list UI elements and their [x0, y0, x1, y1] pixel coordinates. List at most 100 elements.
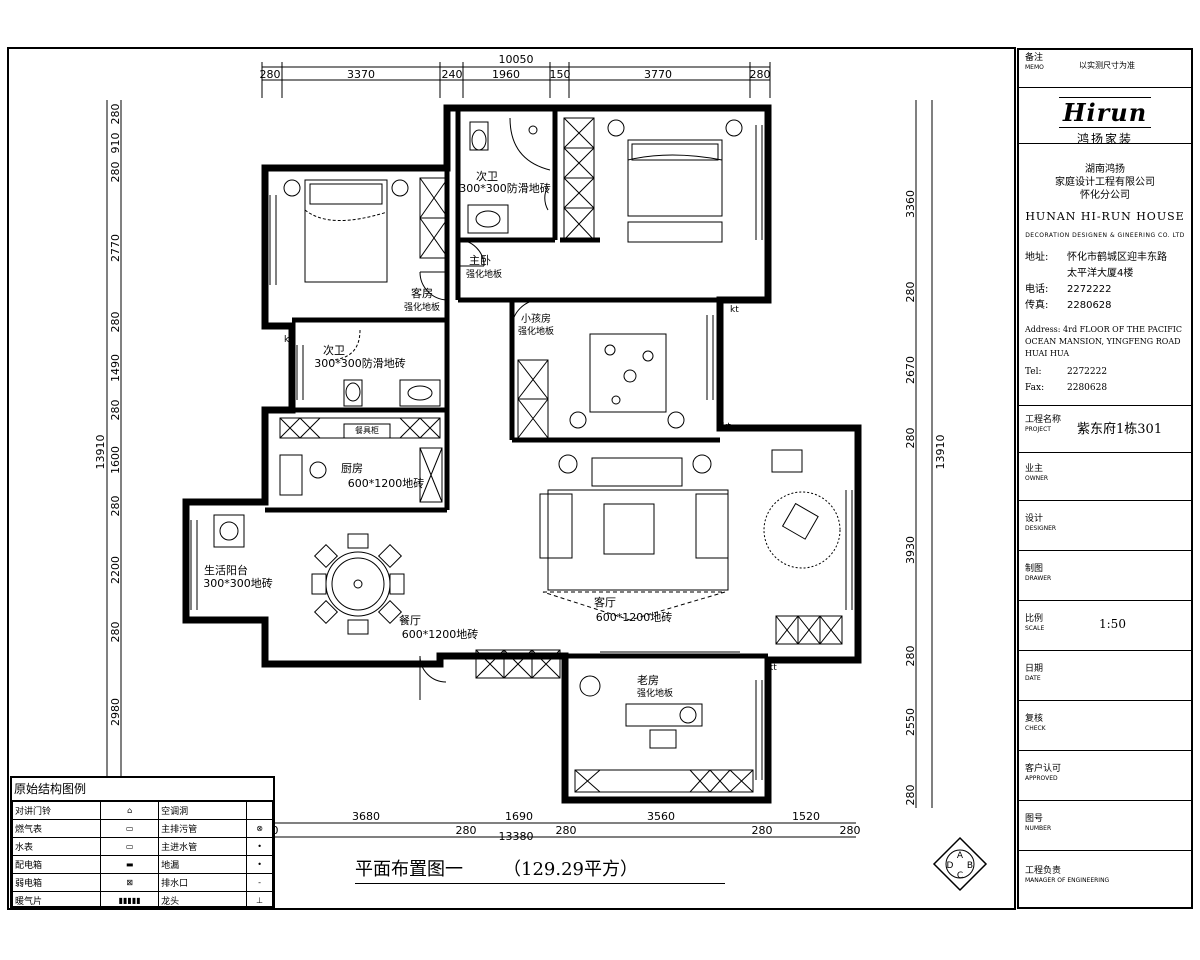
legend-symbol	[246, 801, 273, 820]
dim-right-total: 13910	[934, 435, 947, 470]
date-label: 日期	[1025, 664, 1044, 674]
left-dim-texts: 13910 280 910 280 2770 280 1490 280 1600…	[94, 104, 122, 806]
designer-label: 设计	[1025, 514, 1044, 524]
kitchen-name: 厨房	[341, 462, 363, 475]
dim-left-0: 280	[109, 104, 122, 125]
project-value: 紫东府1栋301	[1077, 422, 1163, 437]
fixtures	[213, 117, 551, 548]
designer-en: DESIGNER	[1025, 525, 1057, 532]
dim-left-1: 910	[109, 133, 122, 154]
date-en: DATE	[1025, 675, 1041, 682]
project-cell: 工程名称 PROJECT 紫东府1栋301	[1019, 406, 1191, 453]
bottom-dimensions	[180, 822, 856, 838]
living-floor: 600*1200地砖	[596, 610, 673, 624]
dim-left-total: 13910	[94, 435, 107, 470]
kt-mark: kt	[284, 335, 293, 345]
top-dimensions	[261, 62, 771, 98]
tel-label: 电话:	[1025, 284, 1049, 295]
addr-en: Address: 4rd FLOOR OF THE PACIFIC OCEAN …	[1025, 325, 1183, 358]
addr-label: 地址:	[1025, 252, 1049, 263]
legend-item: 主排污管	[158, 819, 248, 838]
study-desk	[579, 675, 703, 749]
fax-row: 传真: 2280628	[1025, 298, 1185, 314]
legend-row: 暖气片 ▮▮▮▮▮ 龙头 ⊥	[11, 891, 273, 910]
drawer-label: 制图	[1025, 564, 1044, 574]
legend-symbol: -	[246, 873, 273, 892]
bath-top-floor: 300*300防滑地砖	[459, 181, 551, 195]
dim-left-8: 280	[109, 496, 122, 517]
drawing-frame	[7, 47, 1016, 910]
number-cell: 图号 NUMBER	[1019, 801, 1191, 851]
kt-marks: kt kt kt kt kt	[240, 305, 777, 821]
master-floor: 强化地板	[466, 268, 502, 280]
tel-en-row: Tel: 2272222	[1025, 364, 1185, 380]
bath-mid-floor: 300*300防滑地砖	[314, 356, 406, 370]
dim-right-3: 280	[904, 428, 917, 449]
dim-right-4: 3930	[904, 536, 917, 564]
dim-right-2: 2670	[904, 356, 917, 384]
dining-table	[311, 533, 405, 635]
dim-bottom-3: 280	[456, 824, 477, 837]
bath-mid-name: 次卫	[323, 343, 345, 357]
fax-en-value: 2280628	[1067, 383, 1108, 393]
elder-name: 老房	[637, 674, 659, 687]
manager-cell: 工程负责 MANAGER OF ENGINEERING	[1019, 851, 1191, 907]
gas-meter-icon: ▭	[100, 819, 160, 838]
addr-value2: 太平洋大厦4楼	[1067, 268, 1134, 279]
structure-legend: 原始结构图例 对讲门铃 ⌂ 空调洞 燃气表 ▭ 主排污管 ⊗ 水表 ▭ 主进水管…	[10, 776, 275, 910]
dining-name: 餐厅	[399, 613, 421, 627]
dim-left-7: 1600	[109, 446, 122, 474]
legend-item: 龙头	[158, 891, 248, 910]
legend-item: 暖气片	[11, 891, 102, 910]
dim-bottom-4: 1690	[505, 810, 533, 823]
living-furniture	[539, 449, 841, 621]
tel-row: 电话: 2272222	[1025, 282, 1185, 298]
legend-item: 弱电箱	[11, 873, 102, 892]
compass-d: D	[947, 861, 954, 871]
company-cn3: 怀化分公司	[1080, 190, 1130, 201]
bath-top-name: 次卫	[476, 169, 498, 183]
company-cn1: 湖南鸿扬	[1085, 164, 1125, 175]
wardrobes	[279, 117, 843, 793]
dim-left-4: 280	[109, 312, 122, 333]
check-label: 复核	[1025, 714, 1044, 724]
dim-left-11: 2980	[109, 698, 122, 726]
dim-bottom-5: 280	[556, 824, 577, 837]
legend-symbol: •	[246, 837, 273, 856]
check-cell: 复核 CHECK	[1019, 701, 1191, 751]
guest-name: 客房	[411, 286, 433, 300]
dim-top-3: 1960	[492, 68, 520, 81]
legend-title: 原始结构图例	[12, 778, 273, 801]
dim-bottom-total: 13380	[499, 830, 534, 843]
living-name: 客厅	[594, 595, 616, 609]
walls	[182, 104, 862, 804]
logo-cn: 鸿扬家装	[1076, 132, 1133, 144]
manager-en: MANAGER OF ENGINEERING	[1025, 877, 1110, 884]
dim-bottom-7: 280	[752, 824, 773, 837]
check-en: CHECK	[1025, 725, 1046, 732]
right-dimensions	[915, 100, 933, 808]
water-meter-icon: ▭	[100, 837, 160, 856]
legend-row: 水表 ▭ 主进水管 •	[11, 837, 273, 856]
compass-a: A	[957, 851, 964, 861]
weak-current-box-icon: ⊠	[100, 873, 160, 892]
kids-floor: 强化地板	[518, 325, 554, 337]
addr-row: 地址: 怀化市鹤城区迎丰东路	[1025, 250, 1185, 266]
legend-row: 配电箱 ▬ 地漏 •	[11, 855, 273, 874]
drawing-caption: 平面布置图一（129.29平方）	[355, 855, 725, 884]
master-name: 主卧	[469, 254, 491, 267]
beds	[283, 119, 743, 429]
addr-value1: 怀化市鹤城区迎丰东路	[1067, 252, 1167, 263]
dim-right-7: 280	[904, 785, 917, 806]
doorbell-icon: ⌂	[100, 801, 160, 820]
company-cell: 湖南鸿扬 家庭设计工程有限公司 怀化分公司 HUNAN HI-RUN HOUSE…	[1019, 144, 1191, 406]
manager-label: 工程负责	[1025, 866, 1062, 876]
dim-bottom-2: 3680	[352, 810, 380, 823]
drawer-cell: 制图 DRAWER	[1019, 551, 1191, 601]
approved-en: APPROVED	[1025, 775, 1058, 782]
number-label: 图号	[1025, 814, 1044, 824]
dim-left-5: 1490	[109, 354, 122, 382]
dim-top-1: 3370	[347, 68, 375, 81]
approved-label: 客户认可	[1025, 764, 1062, 774]
